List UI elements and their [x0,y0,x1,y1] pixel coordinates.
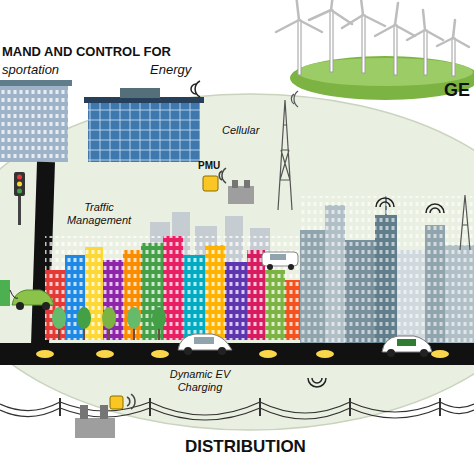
function-label: Traffic Management [58,201,140,227]
section-label: sportation [2,62,59,78]
region-label: GE [444,80,470,102]
section-label: Energy [150,62,191,78]
device-label: PMU [198,160,220,172]
title-fragment: MAND AND CONTROL FOR [2,44,171,60]
region-label: DISTRIBUTION [185,437,306,457]
function-label: Dynamic EV Charging [150,368,250,394]
device-label: Cellular [222,124,259,137]
